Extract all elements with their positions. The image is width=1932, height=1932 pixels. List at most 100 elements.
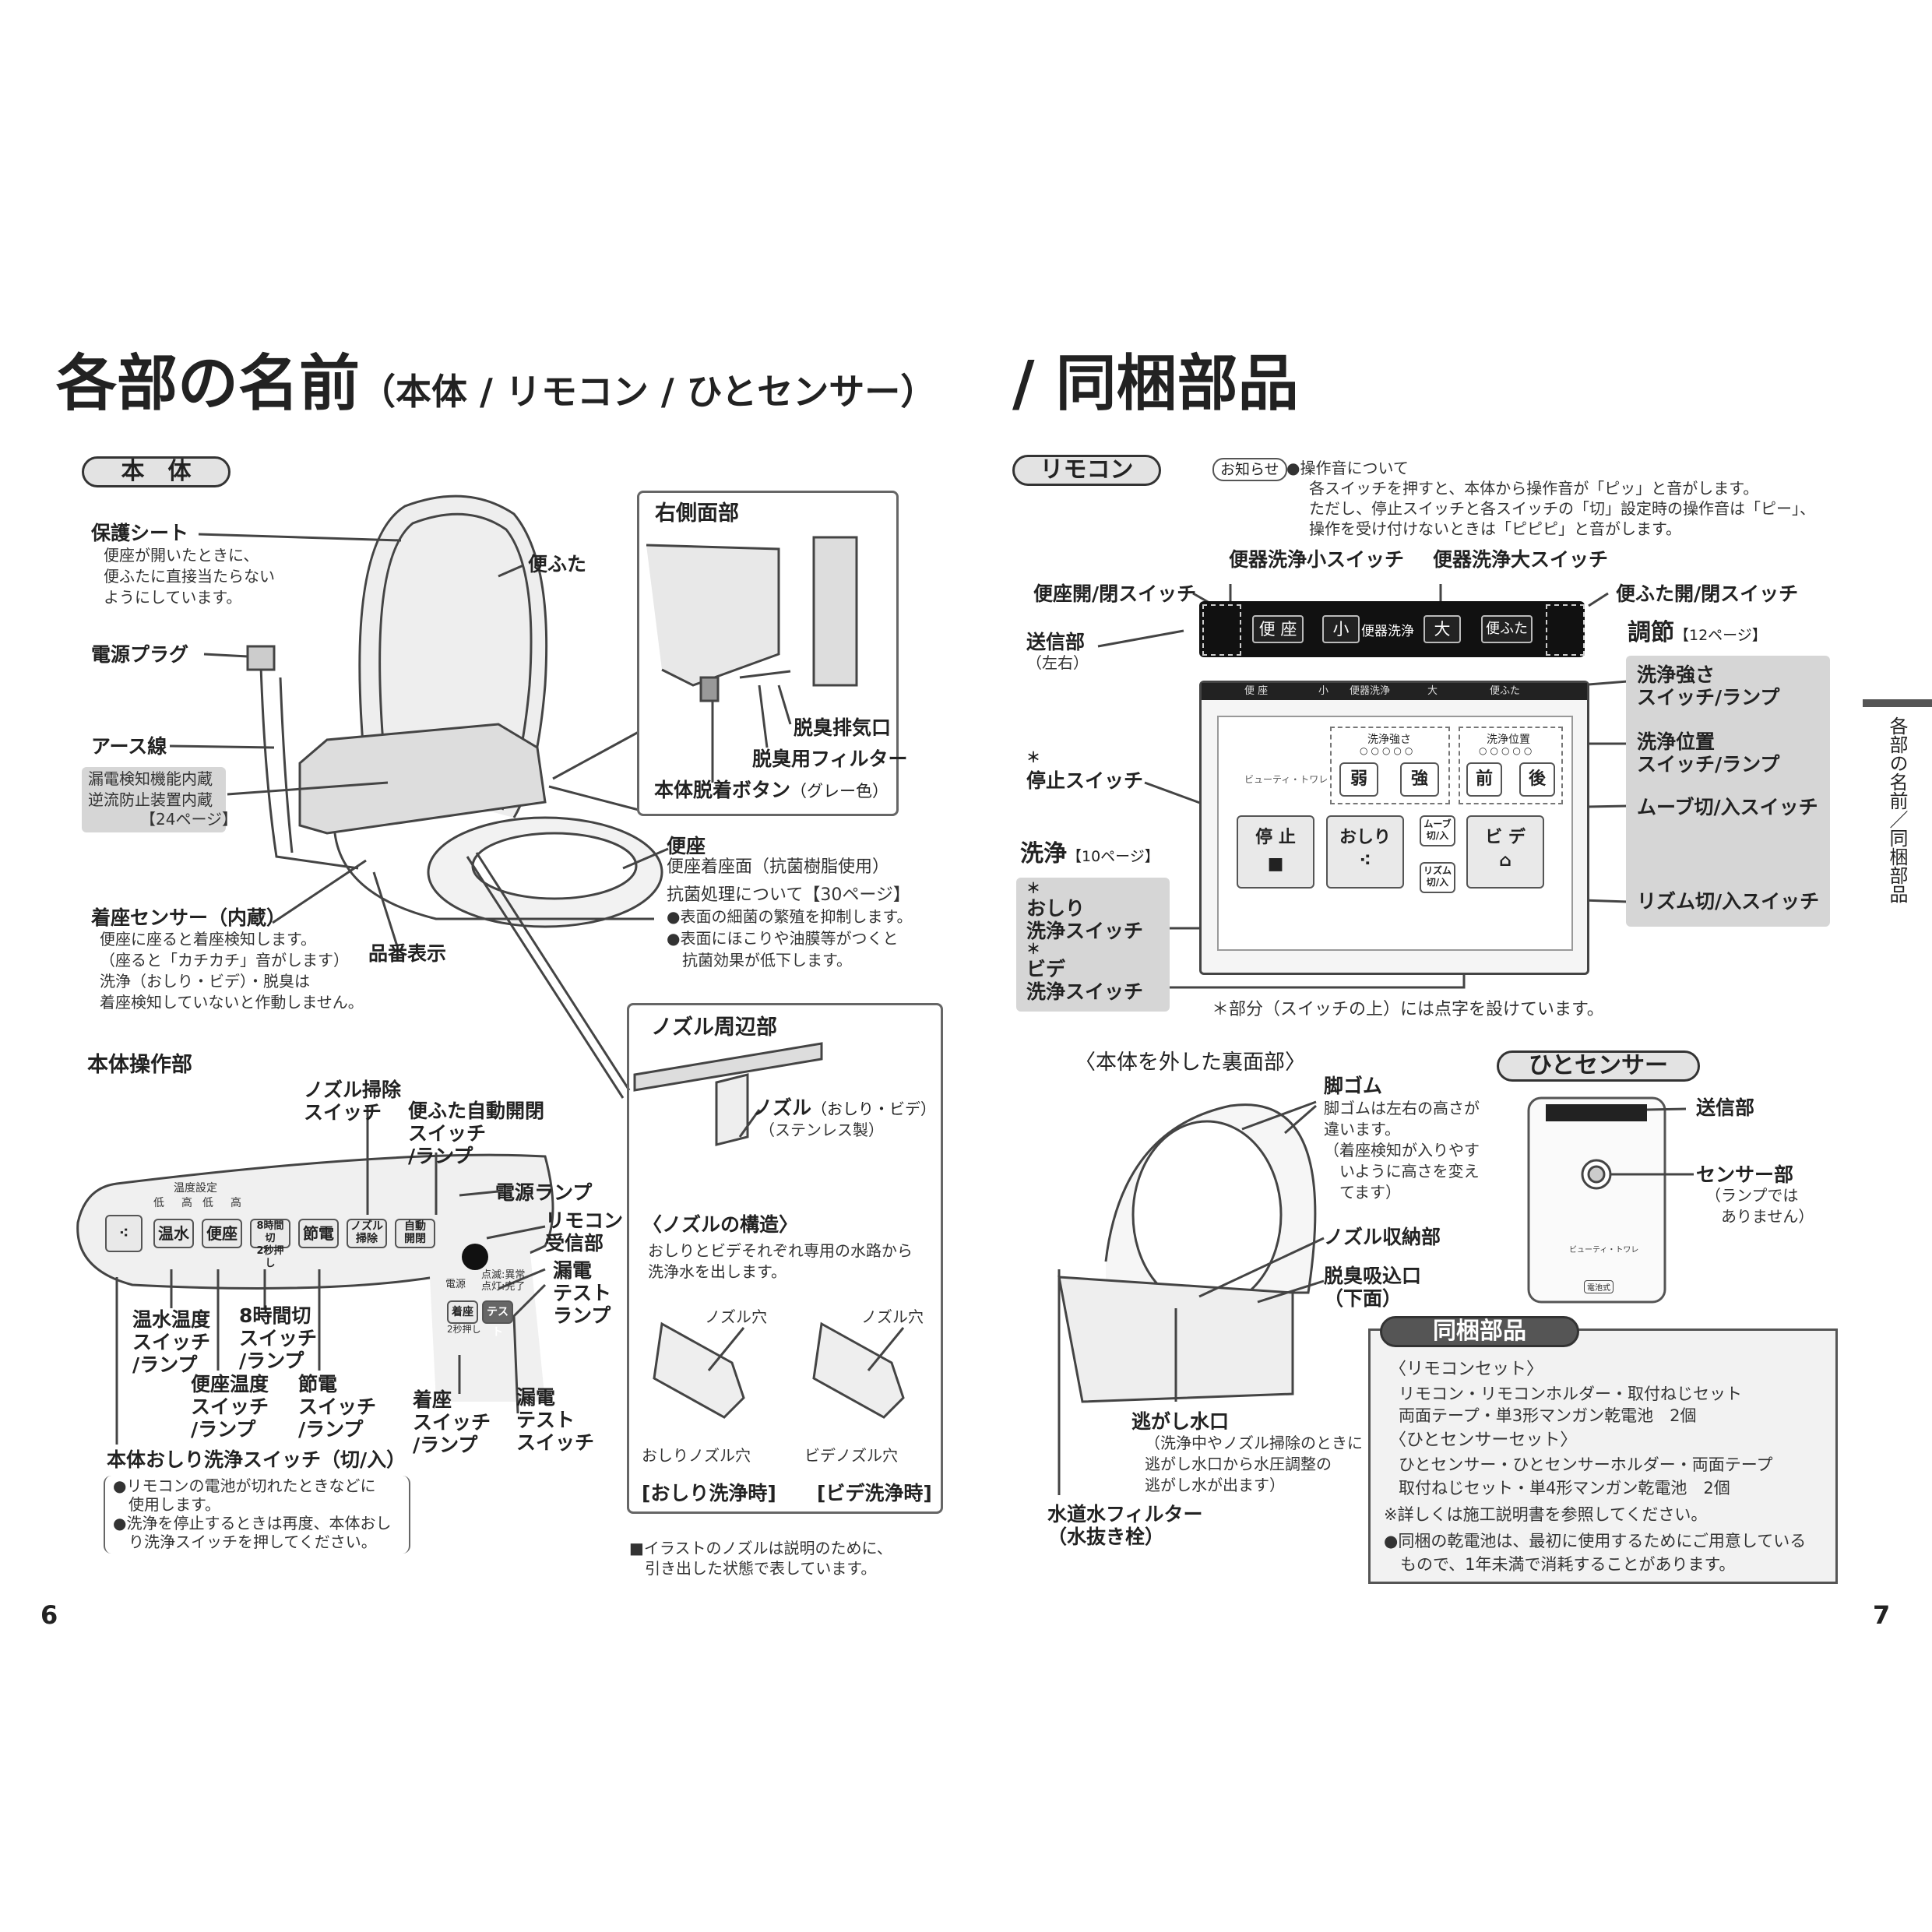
remote-brand: ビューティ・トワレ — [1244, 774, 1328, 785]
label-leak-test-sw: 漏電 テスト スイッチ — [516, 1386, 595, 1454]
label-oshiri-switch: おしり 洗浄スイッチ — [1026, 897, 1144, 942]
braille-note: ＊部分（スイッチの上）には点字を設けています。 — [1212, 1000, 1604, 1019]
label-filter: 水道水フィルター （水抜き栓） — [1047, 1503, 1203, 1548]
bundle-box — [1368, 1328, 1838, 1584]
bundle-remote-items-2: 両面テープ・単3形マンガン乾電池 2個 — [1399, 1406, 1697, 1425]
label-rhythm: リズム切/入スイッチ — [1637, 890, 1820, 913]
seat-open-close-button[interactable]: 便 座 — [1252, 615, 1304, 643]
auto-lid-button[interactable]: 自動 開閉 — [395, 1219, 435, 1248]
remote-inner-flush: 便器洗浄 — [1350, 685, 1391, 697]
page-number-left: 6 — [40, 1600, 58, 1630]
panel-low-1: 低 — [153, 1197, 164, 1209]
seated-two-sec: 2秒押し — [447, 1324, 481, 1335]
nozzle-label-sub: （おしり・ビデ） — [811, 1100, 937, 1118]
section-pill-remote: リモコン — [1012, 455, 1161, 486]
flush-large-button[interactable]: 大 — [1423, 615, 1461, 643]
stop-button-label: 停 止 — [1255, 828, 1296, 847]
structure-title: 〈ノズルの構造〉 — [642, 1213, 799, 1236]
adjust-page: 【12ページ】 — [1674, 627, 1767, 644]
flush-small-button[interactable]: 小 — [1322, 615, 1360, 643]
label-transmitter-sub: （左右） — [1026, 653, 1089, 672]
timer8-button[interactable]: 8時間切 2秒押し — [250, 1219, 290, 1269]
label-stop: 停止スイッチ — [1026, 769, 1144, 792]
strength-weak-button[interactable]: 弱 — [1339, 762, 1378, 797]
rhythm-button-label: リズム — [1423, 865, 1452, 876]
title-sub: （本体 / リモコン / ひとセンサー） — [360, 371, 937, 413]
label-seat: 便座 — [667, 835, 706, 857]
section-pill-hito: ひとセンサー — [1497, 1050, 1700, 1082]
position-group: 洗浄位置 ○○○○○ 前 後 — [1459, 727, 1563, 804]
strength-strong-button[interactable]: 強 — [1400, 762, 1439, 797]
antibac-b2: ●表面にほこりや油膜等がつくと — [667, 929, 899, 948]
bidet-button-label: ビ デ — [1485, 828, 1526, 847]
adjust-box — [1626, 656, 1830, 927]
notice-4: 操作を受け付けないときは「ピピピ」と音がします。 — [1309, 519, 1681, 538]
page-title: 各部の名前（本体 / リモコン / ひとセンサー） — [56, 349, 936, 427]
right-side-box: 右側面部 — [637, 491, 899, 816]
nozzle-clean-button[interactable]: ノズル 掃除 — [347, 1219, 387, 1248]
oshiri-mode: [おしり洗浄時] — [642, 1482, 776, 1504]
structure-desc: おしりとビデそれぞれ専用の水路から 洗浄水を出します。 — [648, 1241, 913, 1281]
panel-temp-setting: 温度設定 — [174, 1182, 217, 1195]
leak-test-button[interactable]: テスト — [482, 1300, 513, 1339]
section-pill-body: 本 体 — [82, 456, 231, 487]
wash-page: 【10ページ】 — [1067, 848, 1160, 865]
notice-1: ●操作音について — [1286, 459, 1409, 477]
label-remote-rx: リモコン 受信部 — [545, 1209, 624, 1255]
label-lid: 便ふた — [528, 553, 587, 575]
position-back-button[interactable]: 後 — [1519, 762, 1555, 797]
lid-open-close-button[interactable]: 便ふた — [1481, 615, 1533, 643]
label-protect-sheet: 保護シート — [91, 522, 189, 544]
right-side-title: 右側面部 — [655, 501, 739, 526]
bundle-note-1: ※詳しくは施工説明書を参照してください。 — [1384, 1505, 1708, 1524]
remote-inner-large: 大 — [1427, 685, 1438, 697]
remote-top-bar: 便 座 小 便器洗浄 大 便ふた — [1199, 601, 1585, 657]
indicator-power: 電源 — [445, 1279, 466, 1290]
remote-inner-bar: 便 座 小 便器洗浄 大 便ふた — [1202, 683, 1587, 700]
bundle-remote-items-1: リモコン・リモコンホルダー・取付ねじセット — [1399, 1385, 1742, 1403]
label-strength: 洗浄強さ スイッチ/ランプ — [1637, 663, 1780, 709]
detach-button-text: 本体脱着ボタン — [654, 779, 791, 801]
main-wash-button[interactable]: ⁖ — [105, 1215, 143, 1252]
seat-sensor-desc: 便座に座ると着座検知します。 （座ると「カチカチ」音がします） 洗浄（おしり・ビ… — [100, 930, 364, 1012]
stop-button[interactable]: 停 止 ■ — [1237, 815, 1314, 889]
leak-note-box: 漏電検知機能内蔵 逆流防止装置内蔵 【24ページ】 — [82, 767, 238, 832]
adjust-text: 調節 — [1628, 619, 1674, 646]
oshiri-star: ＊ — [1026, 881, 1040, 897]
label-main-wash: 本体おしり洗浄スイッチ（切/入） — [107, 1448, 406, 1471]
main-wash-b2b: り洗浄スイッチを押してください。 — [113, 1533, 377, 1551]
position-front-button[interactable]: 前 — [1466, 762, 1502, 797]
bidet-hole: ビデノズル穴 — [804, 1446, 898, 1465]
move-button-sub: 切/入 — [1426, 830, 1449, 841]
label-power-plug: 電源プラグ — [91, 643, 189, 666]
rhythm-button[interactable]: リズム 切/入 — [1420, 862, 1455, 893]
bundle-note-3: もので、1年未満で消耗することがあります。 — [1384, 1555, 1736, 1574]
seat-temp-button[interactable]: 便座 — [202, 1219, 242, 1248]
label-intake: 脱臭吸込口 （下面） — [1324, 1265, 1422, 1310]
label-position: 洗浄位置 スイッチ/ランプ — [1637, 730, 1780, 776]
strength-group-title: 洗浄強さ — [1367, 734, 1411, 746]
label-nozzle-storage: ノズル収納部 — [1324, 1226, 1441, 1248]
auto-lid-label: 自動 — [404, 1220, 426, 1233]
panel-high-2: 高 — [231, 1197, 241, 1209]
label-seat-switch: 便座開/閉スイッチ — [1033, 582, 1197, 605]
move-button[interactable]: ムーブ 切/入 — [1420, 815, 1455, 846]
strength-group: 洗浄強さ ○○○○○ 弱 強 — [1330, 727, 1450, 804]
remote-inner-lid: 便ふた — [1490, 685, 1521, 697]
seated-button[interactable]: 着座 — [447, 1300, 478, 1324]
oshiri-button[interactable]: おしり ⁖ — [1326, 815, 1404, 889]
water-temp-button[interactable]: 温水 — [153, 1219, 194, 1248]
eco-button[interactable]: 節電 — [298, 1219, 339, 1248]
antibac-b1: ●表面の細菌の繁殖を抑制します。 — [667, 907, 913, 926]
strength-lamps: ○○○○○ — [1360, 745, 1416, 756]
remote-inner-seat: 便 座 — [1244, 685, 1269, 697]
wash-spray-icon: ⁖ — [118, 1225, 129, 1241]
relief-desc: （洗浄中やノズル掃除のときに 逃がし水口から水圧調整の 逃がし水が出ます） — [1145, 1434, 1363, 1494]
hito-sensor-desc: （ランプでは ありません） — [1705, 1186, 1814, 1226]
bundle-remote-set: 〈リモコンセット〉 — [1389, 1360, 1544, 1379]
underside-title: 〈本体を外した裏面部〉 — [1075, 1050, 1306, 1075]
label-timer8: 8時間切 スイッチ /ランプ — [239, 1304, 318, 1372]
main-wash-b1b: 使用します。 — [113, 1495, 220, 1514]
bidet-mode: [ビデ洗浄時] — [817, 1482, 932, 1504]
bidet-button[interactable]: ビ デ ⌂ — [1466, 815, 1544, 889]
